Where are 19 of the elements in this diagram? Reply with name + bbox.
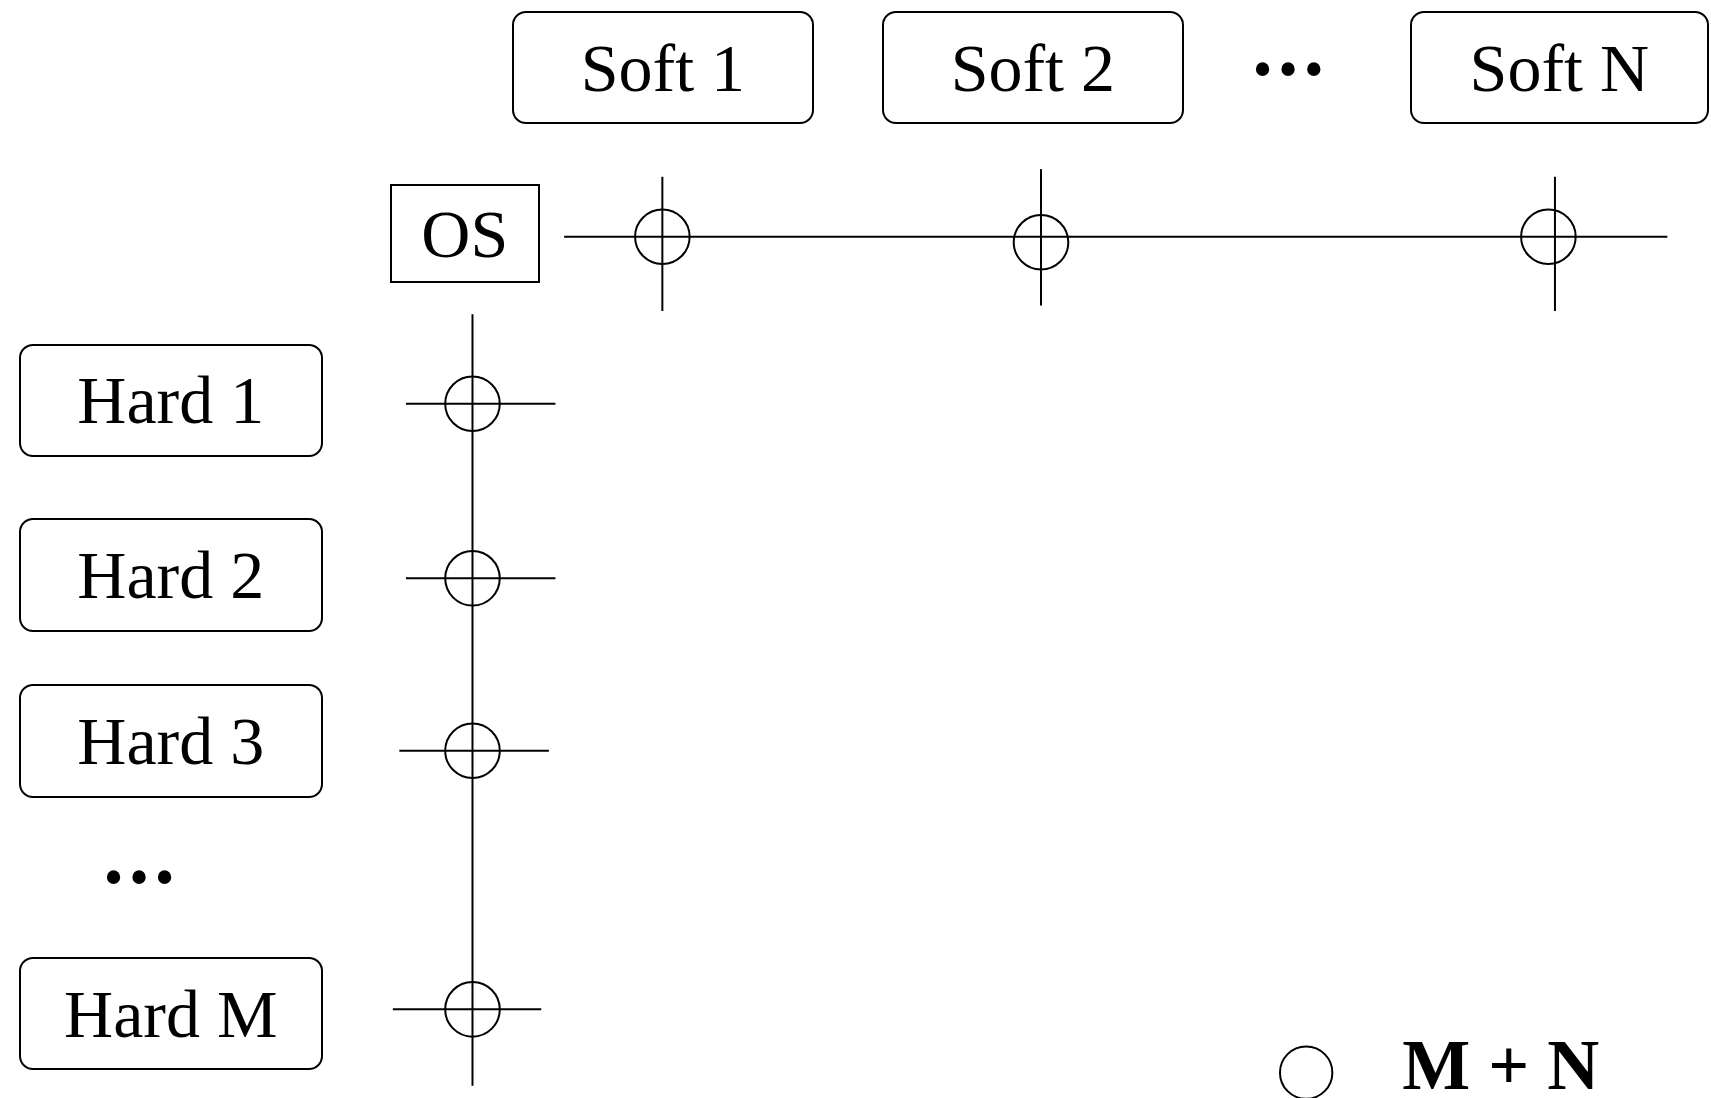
box-label: Soft 1 [580, 33, 746, 102]
software-box [881, 10, 1184, 125]
software-box [511, 10, 814, 125]
software-box [1409, 10, 1709, 125]
box-label: Hard 3 [77, 706, 265, 775]
box-label: Hard 2 [77, 541, 265, 610]
hardware-box [18, 684, 323, 798]
box-label: Soft 2 [950, 33, 1115, 102]
ellipsis-dots: ••• [1252, 41, 1330, 98]
legend-text: M + N [1402, 1029, 1600, 1098]
box-label: OS [421, 199, 509, 268]
box-label: Hard M [64, 979, 278, 1048]
ellipsis-dots: ••• [103, 848, 181, 905]
box-label: Hard 1 [77, 366, 265, 435]
hardware-box [18, 343, 323, 458]
os-box [389, 184, 541, 283]
box-label: Soft N [1469, 33, 1650, 102]
hardware-box [18, 956, 323, 1071]
hardware-box [18, 518, 323, 632]
